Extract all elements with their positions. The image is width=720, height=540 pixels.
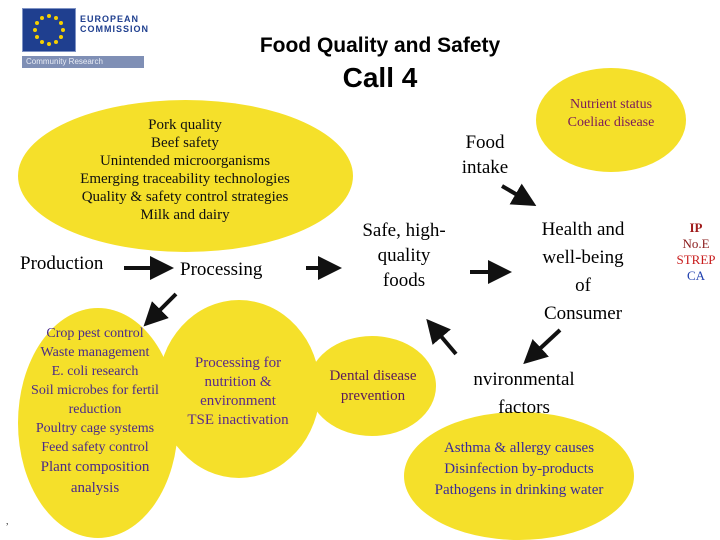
eu-flag-icon [22,8,76,52]
list-item: prevention [340,388,406,404]
processing-cluster-list: Processing for nutrition & environment T… [170,354,306,430]
asthma-cluster-list: Asthma & allergy causes Disinfection by-… [404,438,634,501]
production-processing-cluster [18,100,353,252]
logo-line-1: EUROPEAN [80,14,140,24]
list-item: Unintended microorganisms [99,153,271,169]
list-item: Pathogens in drinking water [434,482,604,498]
legend-noe: No.E [682,236,710,251]
node-line: intake [461,157,509,178]
node-environmental: nvironmental factors [434,366,614,422]
processing-cluster [158,300,320,478]
logo-line-2: COMMISSION [80,24,150,34]
node-line: nvironmental [473,369,575,390]
list-item: Dental disease [329,368,417,384]
crop-cluster [18,308,178,538]
slide-footer-mark: , [6,516,9,527]
node-food-intake: Food intake [440,130,530,180]
list-item: Quality & safety control strategies [81,189,289,205]
node-safe-foods: Safe, high- quality foods [338,218,470,293]
list-item: Beef safety [151,135,219,151]
list-item: Coeliac disease [567,115,655,130]
top-cluster-list: Pork quality Beef safety Unintended micr… [60,116,310,224]
list-item: reduction [68,402,122,417]
dental-cluster-list: Dental disease prevention [318,366,428,406]
asthma-cluster [404,412,634,540]
node-line: foods [382,270,426,291]
list-item: Emerging traceability technologies [80,171,290,187]
list-item: E. coli research [51,364,139,379]
node-production: Production [20,253,104,274]
list-item: nutrition & [204,374,272,390]
logo-wordmark: EUROPEAN COMMISSION [80,14,149,34]
crop-cluster-list: Crop pest control Waste management E. co… [0,324,190,499]
list-item: Waste management [40,345,150,360]
logo-strip: Community Research [22,56,144,68]
node-line: Safe, high- [362,220,446,241]
legend-ip: IP [689,220,703,235]
node-health: Health and well-being of Consumer [508,216,658,328]
page-title: Food Quality and Safety [259,34,501,57]
list-item: Asthma & allergy causes [443,440,595,456]
node-line: Health and [541,219,625,240]
list-item: Nutrient status [569,97,653,112]
list-item: Soil microbes for fertil [31,383,159,398]
list-item: Feed safety control [41,440,149,455]
node-line: quality [377,245,431,266]
list-item: Disinfection by-products [444,461,594,477]
list-item: Crop pest control [46,326,144,341]
list-item: Poultry cage systems [35,421,155,436]
arrow-health-environment [523,328,562,365]
arrow-intake-health [500,183,537,207]
list-item: TSE inactivation [187,412,289,428]
node-line: Food [465,132,505,153]
list-item: Pork quality [148,117,222,133]
node-line: of [575,275,591,296]
page-subtitle: Call 4 [342,62,418,93]
european-commission-logo: EUROPEAN COMMISSION Community Research [22,8,148,68]
list-item: Plant composition [40,459,150,475]
arrow-processing-crop [143,292,178,327]
legend-strep: STREP [676,252,716,267]
nutrient-cluster-list: Nutrient status Coeliac disease [540,96,682,132]
instrument-legend: IP No.E STREP CA [672,220,720,284]
list-item: Processing for [194,355,282,371]
legend-ca: CA [686,268,706,283]
dental-cluster [308,336,436,436]
node-processing: Processing [180,259,263,280]
list-item: analysis [70,480,120,496]
list-item: environment [200,393,276,409]
node-line: factors [498,397,550,418]
list-item: Milk and dairy [140,207,230,223]
node-line: Consumer [543,303,623,324]
arrow-environment-foods [426,318,458,356]
nutrient-cluster [536,68,686,172]
node-line: well-being [542,247,624,268]
